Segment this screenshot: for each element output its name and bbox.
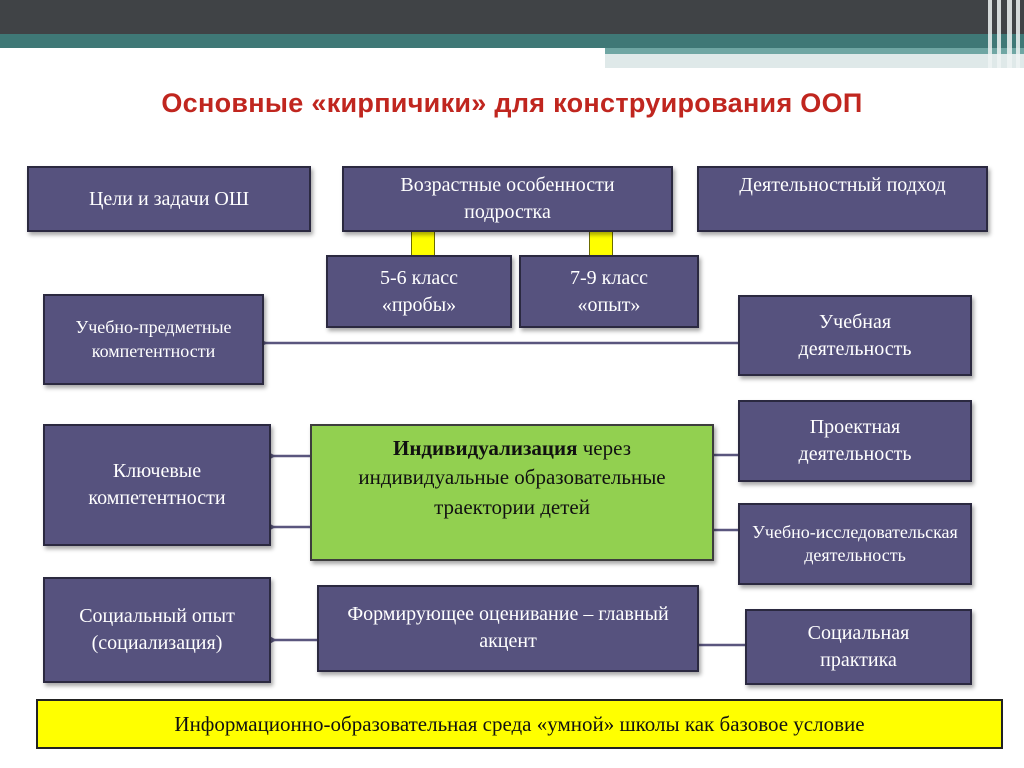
connector-age-to-5-6	[411, 230, 435, 256]
grade-7-9-label: 7-9 класс «опыт»	[570, 266, 648, 316]
goals-box: Цели и задачи ОШ	[27, 166, 311, 232]
research-activity-box: Учебно-исследовательская деятельность	[738, 503, 972, 585]
project-activity-label: Проектная деятельность	[798, 416, 912, 465]
key-competencies-box: Ключевые компетентности	[43, 424, 271, 546]
key-competencies-label: Ключевые компетентности	[88, 460, 226, 509]
learning-activity-label: Учебная деятельность	[798, 310, 912, 360]
header-bar-dark	[0, 0, 1024, 34]
header-stripe-2	[997, 0, 1001, 68]
age-features-box: Возрастные особенности подростка	[342, 166, 673, 232]
assessment-box: Формирующее оценивание – главный акцент	[317, 585, 699, 672]
individualization-rest: через индивидуальные образовательные тра…	[358, 436, 666, 519]
connector-age-to-7-9	[589, 230, 613, 256]
age-features-label: Возрастные особенности подростка	[400, 174, 615, 223]
social-practice-label: Социальная практика	[807, 622, 910, 671]
footer-label: Информационно-образовательная среда «умн…	[174, 711, 865, 736]
header-stripe-1	[988, 0, 992, 68]
header-stripe-3	[1007, 0, 1012, 68]
slide-title: Основные «кирпичики» для конструирования…	[161, 88, 863, 118]
header-stripe-4	[1016, 0, 1020, 68]
goals-label: Цели и задачи ОШ	[88, 187, 250, 210]
social-experience-label: Социальный опыт (социализация)	[79, 605, 235, 654]
grade-7-9-box: 7-9 класс «опыт»	[519, 255, 699, 328]
footer-box: Информационно-образовательная среда «умн…	[36, 699, 1003, 749]
assessment-label: Формирующее оценивание – главный акцент	[347, 603, 669, 652]
activity-approach-box: Деятельностный подход	[697, 166, 988, 232]
social-experience-box: Социальный опыт (социализация)	[43, 577, 271, 683]
social-practice-box: Социальная практика	[745, 609, 972, 685]
header-bar-accent	[605, 48, 1024, 54]
subject-competencies-label: Учебно-предметные компетентности	[75, 317, 232, 361]
research-activity-label: Учебно-исследовательская деятельность	[752, 521, 958, 565]
activity-approach-label: Деятельностный подход	[739, 174, 946, 196]
subject-competencies-box: Учебно-предметные компетентности	[43, 294, 264, 385]
learning-activity-box: Учебная деятельность	[738, 295, 972, 376]
grade-5-6-box: 5-6 класс «пробы»	[326, 255, 512, 328]
header-bar-teal	[0, 34, 1024, 48]
project-activity-box: Проектная деятельность	[738, 400, 972, 482]
individualization-bold: Индивидуализация	[392, 436, 578, 460]
grade-5-6-label: 5-6 класс «пробы»	[380, 266, 458, 316]
individualization-box: Индивидуализация через индивидуальные об…	[310, 424, 714, 561]
header-bar-light	[605, 54, 1024, 68]
